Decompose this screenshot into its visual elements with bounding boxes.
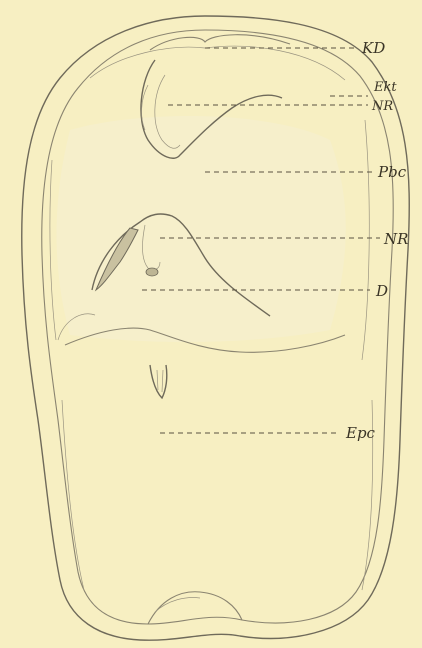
kd-region-edge [90,46,345,80]
primitive-streak-inner [157,370,163,392]
label-ekt: Ekt [373,80,397,95]
primitive-streak-mark [150,365,167,398]
label-d: D [375,282,388,300]
label-kd: KD [361,39,385,57]
label-nr-mid: NR [383,230,408,248]
label-pbc: Pbc [377,163,407,181]
label-epc: Epc [345,424,376,442]
right-shading [362,120,373,590]
d-cavity-mark [146,268,158,276]
pbc-cavity [57,116,346,342]
label-nr-top: NR [371,99,393,114]
